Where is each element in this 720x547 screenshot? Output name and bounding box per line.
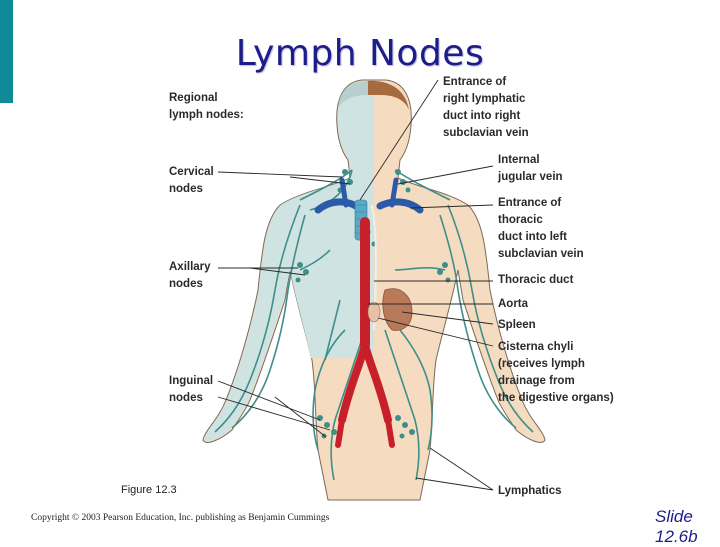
internal-jugular-vein-right bbox=[389, 177, 399, 208]
slide-number: Slide 12.6b bbox=[655, 507, 698, 546]
drained-region-right-side bbox=[204, 81, 374, 441]
label-axillary-nodes: Axillary nodes bbox=[169, 261, 211, 290]
body-silhouette bbox=[202, 79, 546, 501]
copyright-notice: Copyright © 2003 Pearson Education, Inc.… bbox=[31, 513, 330, 523]
label-spleen: Spleen bbox=[498, 319, 536, 331]
veins bbox=[314, 177, 424, 214]
leader-lines bbox=[217, 79, 494, 491]
accent-bar bbox=[0, 0, 13, 103]
label-inguinal-nodes: Inguinal nodes bbox=[169, 375, 214, 404]
label-lymphatics: Lymphatics bbox=[498, 485, 562, 497]
internal-jugular-vein-left bbox=[339, 177, 349, 208]
lymph-nodes bbox=[295, 169, 451, 439]
spleen bbox=[382, 288, 413, 331]
aorta bbox=[335, 217, 395, 448]
figure-caption: Figure 12.3 bbox=[121, 484, 177, 496]
label-thoracic-duct: Thoracic duct bbox=[498, 274, 574, 286]
label-cervical-nodes: Cervical nodes bbox=[169, 166, 214, 195]
slide-title: Lymph Nodes bbox=[235, 33, 485, 74]
hair-left bbox=[338, 81, 368, 108]
label-cisterna-chyli: Cisterna chyli (receives lymph drainage … bbox=[498, 341, 614, 404]
cisterna-chyli bbox=[367, 301, 381, 323]
label-internal-jugular-vein: Internal jugular vein bbox=[498, 154, 563, 183]
label-thoracic-duct-entrance: Entrance of thoracic duct into left subc… bbox=[498, 197, 584, 260]
hair bbox=[368, 80, 409, 110]
left-subclavian-vein bbox=[314, 198, 360, 214]
label-right-lymphatic-duct-entrance: Entrance of right lymphatic duct into ri… bbox=[443, 76, 529, 139]
label-regional-lymph-nodes: Regional lymph nodes: bbox=[169, 92, 244, 121]
label-aorta: Aorta bbox=[498, 298, 529, 310]
